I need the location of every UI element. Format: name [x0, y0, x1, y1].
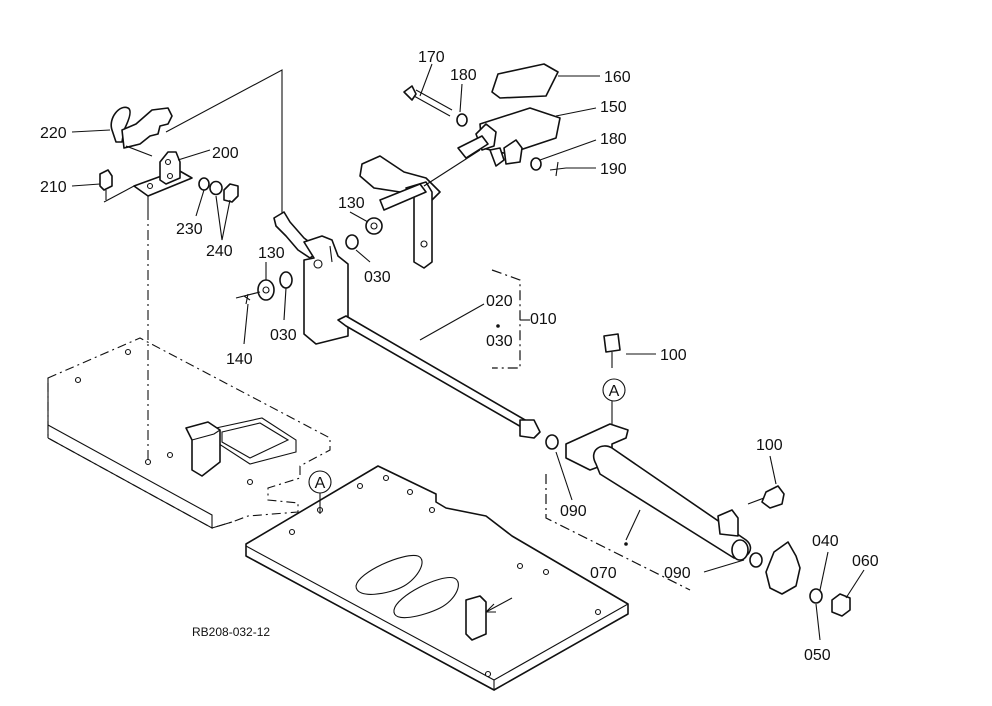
- callout-170: 170: [418, 49, 445, 66]
- bracket-assembly: [99, 106, 239, 462]
- reference-mark-label: A: [315, 475, 326, 492]
- callout-240: 240: [206, 243, 233, 260]
- callout-200: 200: [212, 145, 239, 162]
- drawing-reference: RB208-032-12: [192, 625, 270, 639]
- callout-030-left: 030: [270, 327, 297, 344]
- callout-090-upper: 090: [560, 503, 587, 520]
- cross-shaft: [337, 315, 559, 450]
- lower-shaft: [319, 333, 851, 617]
- callout-090-lower: 090: [664, 565, 691, 582]
- callout-130-upper: 130: [338, 195, 365, 212]
- reference-mark-a-upper: A: [602, 378, 626, 402]
- callout-020: 020: [486, 293, 513, 310]
- pedal-linkage: [165, 69, 383, 345]
- callout-070: 070: [590, 565, 617, 582]
- reference-mark-label: A: [609, 383, 620, 400]
- callout-030-upper: 030: [364, 269, 391, 286]
- callout-210: 210: [40, 179, 67, 196]
- callout-010: 010: [530, 311, 557, 328]
- callout-150: 150: [600, 99, 627, 116]
- group-dot: [496, 324, 500, 328]
- pedal-assembly: [359, 63, 567, 269]
- callout-180-lower: 180: [600, 131, 627, 148]
- callout-160: 160: [604, 69, 631, 86]
- group-indicator-070: [545, 474, 691, 591]
- callout-100-lower: 100: [756, 437, 783, 454]
- callout-140: 140: [226, 351, 253, 368]
- callout-040: 040: [812, 533, 839, 550]
- callout-050: 050: [804, 647, 831, 664]
- callout-180-upper: 180: [450, 67, 477, 84]
- group-dot: [624, 542, 628, 546]
- callout-190: 190: [600, 161, 627, 178]
- reference-mark-a-lower: A: [308, 470, 332, 494]
- group-indicator-010: [491, 269, 521, 369]
- floor-plate-right: [245, 465, 629, 691]
- callout-060: 060: [852, 553, 879, 570]
- leader-lines: [71, 63, 865, 641]
- callout-130-left: 130: [258, 245, 285, 262]
- callout-220: 220: [40, 125, 67, 142]
- callout-100-upper: 100: [660, 347, 687, 364]
- callout-230: 230: [176, 221, 203, 238]
- callout-030-group: 030: [486, 333, 513, 350]
- callout-labels: 160 170 180 150 180 190 220 200 210 230 …: [40, 49, 879, 664]
- floor-plate-left: [47, 337, 331, 529]
